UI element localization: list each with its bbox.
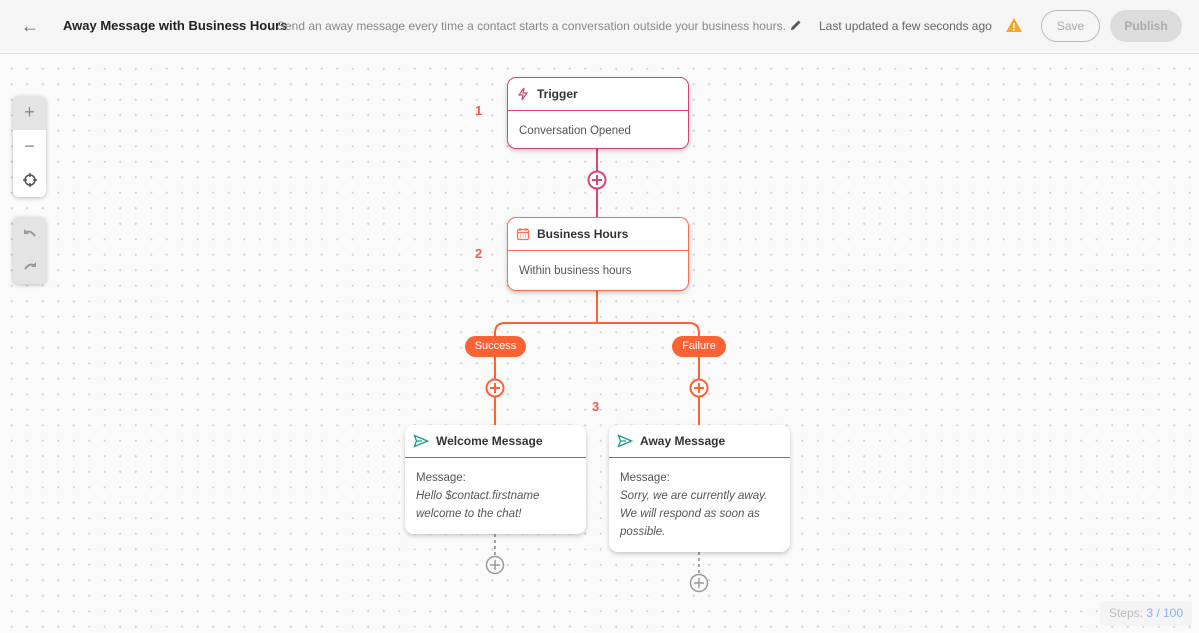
history-controls (13, 217, 46, 284)
node-header: Away Message (609, 425, 790, 458)
node-body: Conversation Opened (519, 125, 631, 137)
add-step-button[interactable] (485, 378, 505, 398)
send-icon (617, 434, 633, 448)
recenter-button[interactable] (13, 163, 46, 197)
step-number: 1 (475, 103, 483, 118)
success-branch-badge: Success (465, 336, 526, 357)
node-title: Business Hours (537, 227, 629, 241)
flow-canvas[interactable] (0, 55, 1199, 633)
calendar-icon (516, 228, 530, 241)
message-line: possible. (620, 526, 666, 538)
steps-value: 3 / 100 (1146, 606, 1184, 620)
plus-icon: + (24, 102, 35, 123)
pencil-icon[interactable] (788, 17, 804, 33)
node-title: Welcome Message (436, 434, 543, 448)
message-label: Message: (416, 472, 466, 484)
add-step-button[interactable] (587, 170, 607, 190)
node-header: Welcome Message (405, 425, 586, 458)
warning-icon[interactable] (1005, 16, 1023, 34)
steps-counter: Steps: 3 / 100 (1100, 601, 1192, 626)
node-title: Trigger (537, 87, 578, 101)
message-line: We will respond as soon as (620, 508, 760, 520)
flow-description: Send an away message every time a contac… (277, 19, 786, 33)
minus-icon: − (24, 135, 35, 156)
node-body: Message: Hello $contact.firstname welcom… (405, 458, 586, 534)
undo-button[interactable] (13, 217, 46, 251)
undo-icon (23, 228, 36, 237)
zoom-in-button[interactable]: + (13, 96, 46, 130)
away-message-node[interactable]: Away Message Message: Sorry, we are curr… (609, 425, 790, 552)
steps-label: Steps: (1108, 606, 1143, 620)
node-title: Away Message (640, 434, 726, 448)
message-line: welcome to the chat! (416, 508, 522, 520)
zoom-controls: + − (13, 96, 46, 197)
lightning-icon (517, 87, 529, 101)
node-body: Message: Sorry, we are currently away. W… (609, 458, 790, 552)
step-number: 2 (475, 246, 483, 261)
save-button[interactable]: Save (1041, 10, 1100, 42)
failure-branch-badge: Failure (672, 336, 726, 357)
trigger-node[interactable]: Trigger Conversation Opened (507, 77, 689, 149)
message-line: Sorry, we are currently away. (620, 490, 768, 502)
flow-title: Away Message with Business Hours (63, 18, 288, 33)
zoom-out-button[interactable]: − (13, 130, 46, 164)
top-bar: ← Away Message with Business Hours Send … (0, 0, 1199, 54)
redo-icon (23, 262, 36, 270)
business-hours-node[interactable]: Business Hours Within business hours (507, 217, 689, 291)
redo-button[interactable] (13, 251, 46, 285)
send-icon (413, 434, 429, 448)
publish-button[interactable]: Publish (1110, 10, 1182, 42)
step-number: 3 (592, 399, 600, 414)
welcome-message-node[interactable]: Welcome Message Message: Hello $contact.… (405, 425, 586, 534)
message-line: Hello $contact.firstname (416, 490, 540, 502)
node-header: Business Hours (508, 218, 688, 251)
crosshair-icon (22, 172, 37, 187)
node-body: Within business hours (519, 265, 632, 277)
arrow-left-icon[interactable]: ← (21, 16, 39, 36)
add-step-button[interactable] (689, 573, 709, 593)
last-updated-text: Last updated a few seconds ago (819, 19, 992, 33)
message-label: Message: (620, 472, 670, 484)
add-step-button[interactable] (485, 555, 505, 575)
add-step-button[interactable] (689, 378, 709, 398)
node-header: Trigger (508, 78, 688, 111)
